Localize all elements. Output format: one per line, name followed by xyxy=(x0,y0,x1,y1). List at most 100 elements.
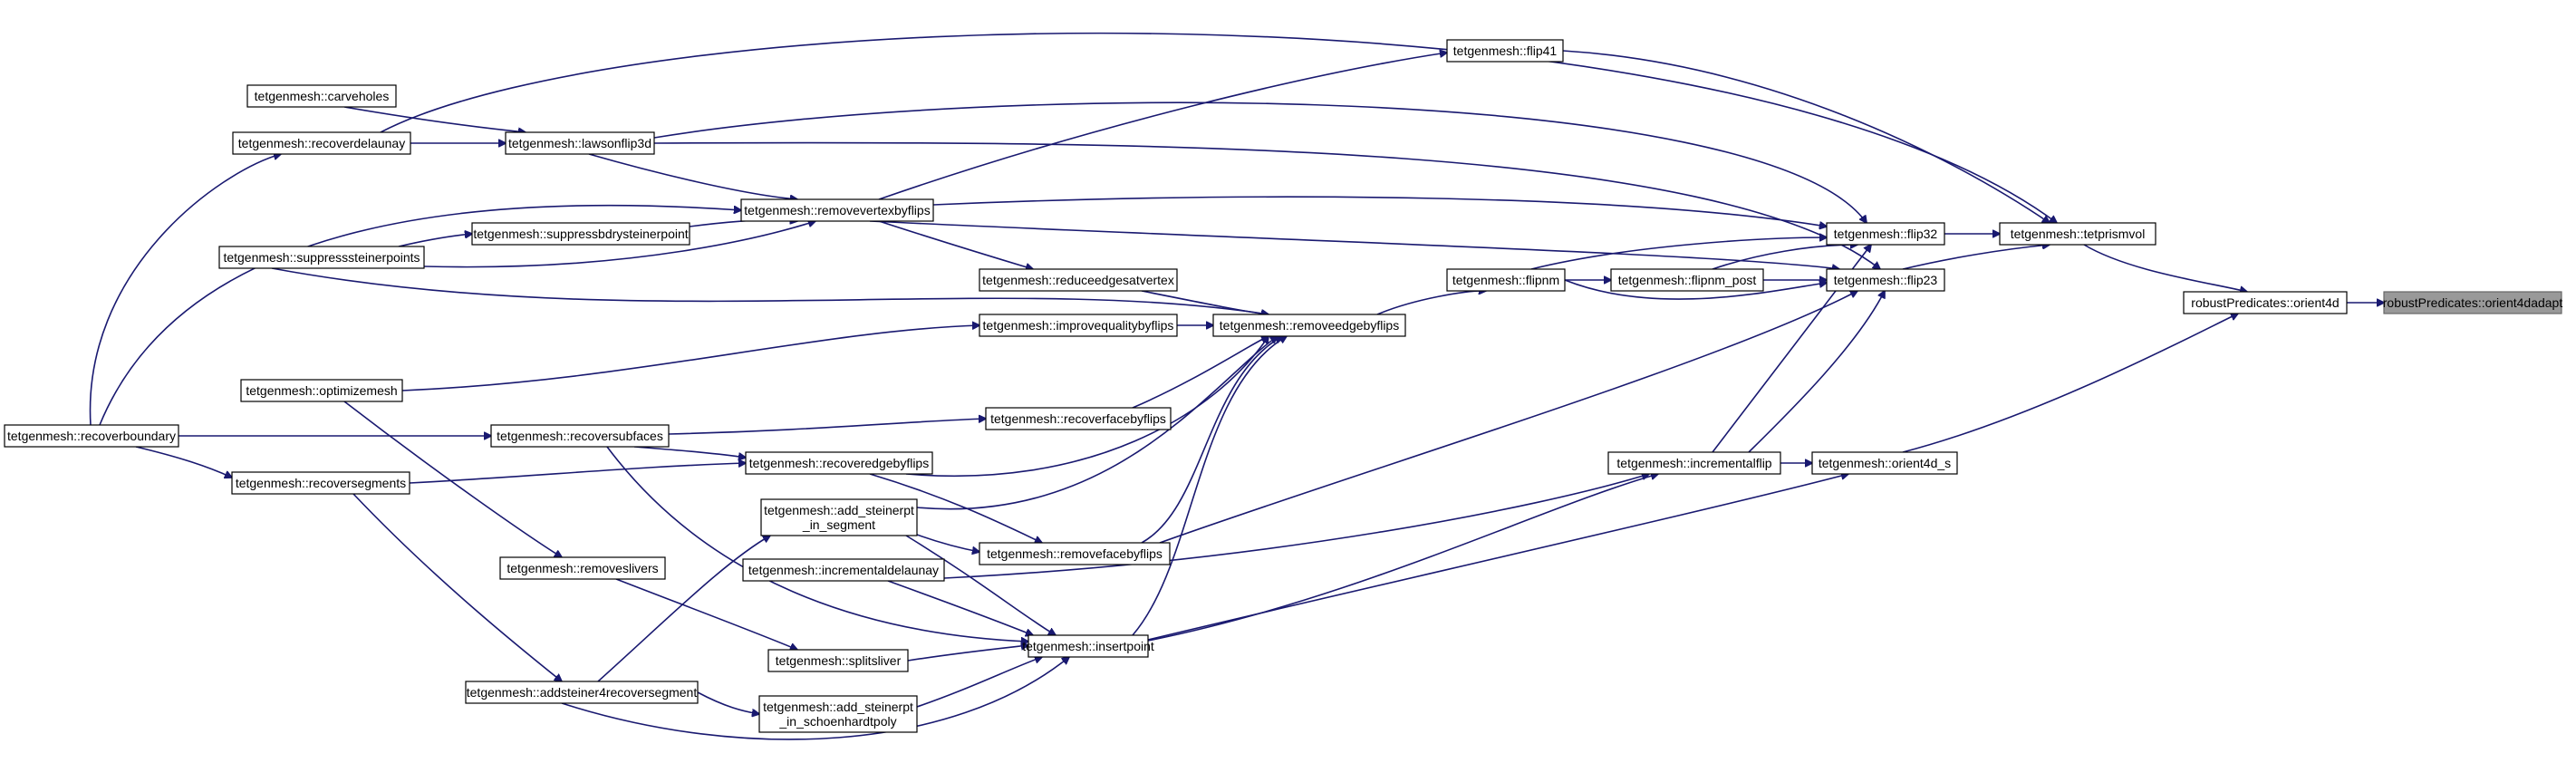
node-recoversegments[interactable]: tetgenmesh::recoversegments xyxy=(231,471,410,495)
node-incrementaldelaunay[interactable]: tetgenmesh::incrementaldelaunay xyxy=(742,558,945,582)
node-incrementalflip[interactable]: tetgenmesh::incrementalflip xyxy=(1607,451,1781,475)
node-reduceedgesatvertex[interactable]: tetgenmesh::reduceedgesatvertex xyxy=(979,268,1178,292)
edge-recoverfacebyflips-to-removeedgebyflips xyxy=(1132,336,1269,409)
node-box xyxy=(218,246,425,269)
edge-suppresssteinerpoints-to-suppressbdrysteinerpoint xyxy=(398,234,472,247)
edge-orient4d_s-to-orient4d xyxy=(1902,314,2238,453)
node-splitsliver[interactable]: tetgenmesh::splitsliver xyxy=(767,649,909,672)
node-box xyxy=(4,424,179,448)
node-label: tetgenmesh::optimizemesh xyxy=(246,383,397,398)
node-orient4dadapt[interactable]: robustPredicates::orient4dadapt xyxy=(2383,291,2563,314)
edge-flipnm-to-flip23 xyxy=(1564,280,1827,300)
node-recoverdelaunay[interactable]: tetgenmesh::recoverdelaunay xyxy=(232,131,411,155)
node-label: tetgenmesh::removeedgebyflips xyxy=(1220,318,1399,333)
node-box xyxy=(1446,39,1564,63)
node-recoverboundary[interactable]: tetgenmesh::recoverboundary xyxy=(4,424,179,448)
edge-flipnm-to-flip32 xyxy=(1530,237,1827,270)
node-flip32[interactable]: tetgenmesh::flip32 xyxy=(1826,222,1945,246)
edge-removevertexbyflips-to-flip23 xyxy=(869,220,1839,269)
edge-optimizemesh-to-improvequalitybyflips xyxy=(401,325,979,391)
edge-add_steinerpt_in_segment-to-removeedgebyflips xyxy=(916,336,1278,510)
node-carveholes[interactable]: tetgenmesh::carveholes xyxy=(246,84,397,108)
node-recoveredgebyflips[interactable]: tetgenmesh::recoveredgebyflips xyxy=(745,451,933,475)
edge-lawsonflip3d-to-flip32 xyxy=(653,101,1867,223)
node-orient4d[interactable]: robustPredicates::orient4d xyxy=(2183,291,2348,314)
edge-recoverboundary-to-removevertexbyflips xyxy=(99,204,741,426)
edge-suppresssteinerpoints-to-removeedgebyflips xyxy=(271,267,1269,314)
node-box xyxy=(2183,291,2348,314)
edge-recoversubfaces-to-recoverfacebyflips xyxy=(668,419,986,435)
node-label: tetgenmesh::flipnm_post xyxy=(1618,273,1757,287)
node-box xyxy=(1826,222,1945,246)
node-suppressbdrysteinerpoint[interactable]: tetgenmesh::suppressbdrysteinerpoint xyxy=(471,222,690,246)
edge-addsteiner4recoversegment-to-insertpoint xyxy=(561,657,1069,740)
edge-incrementalflip-to-flip23 xyxy=(1748,291,1885,453)
node-flipnm[interactable]: tetgenmesh::flipnm xyxy=(1446,268,1566,292)
node-box xyxy=(758,695,918,733)
node-label: tetgenmesh::insertpoint xyxy=(1022,639,1154,653)
node-label: tetgenmesh::incrementalflip xyxy=(1616,456,1771,470)
node-improvequalitybyflips[interactable]: tetgenmesh::improvequalitybyflips xyxy=(979,314,1178,337)
edge-recoversegments-to-addsteiner4recoversegment xyxy=(352,493,562,681)
node-removevertexbyflips[interactable]: tetgenmesh::removevertexbyflips xyxy=(740,198,934,222)
node-tetprismvol[interactable]: tetgenmesh::tetprismvol xyxy=(1999,222,2156,246)
edge-add_steinerpt_in_segment-to-removefacebyflips xyxy=(916,534,979,552)
edge-recoverboundary-to-recoversegments xyxy=(135,446,232,478)
node-label: tetgenmesh::recoverfacebyflips xyxy=(990,411,1166,426)
node-box xyxy=(1212,314,1406,337)
node-flip23[interactable]: tetgenmesh::flip23 xyxy=(1826,268,1945,292)
node-label: tetgenmesh::carveholes xyxy=(255,89,390,103)
node-lawsonflip3d[interactable]: tetgenmesh::lawsonflip3d xyxy=(505,131,655,155)
node-add_steinerpt_in_schoenhardtpoly[interactable]: tetgenmesh::add_steinerpt_in_schoenhardt… xyxy=(758,695,918,733)
edge-addsteiner4recoversegment-to-add_steinerpt_in_segment xyxy=(597,536,770,682)
node-label: tetgenmesh::recoverboundary xyxy=(7,429,176,443)
node-box xyxy=(505,131,655,155)
node-label: tetgenmesh::suppressbdrysteinerpoint xyxy=(473,227,688,241)
node-label: tetgenmesh::removeslivers xyxy=(507,561,658,575)
edge-recoverdelaunay-to-tetprismvol xyxy=(380,32,2057,223)
node-flip41[interactable]: tetgenmesh::flip41 xyxy=(1446,39,1564,63)
node-label: tetgenmesh::add_steinerpt_in_schoenhardt… xyxy=(763,700,913,729)
node-label: tetgenmesh::incrementaldelaunay xyxy=(748,563,939,577)
edge-recoversubfaces-to-recoveredgebyflips xyxy=(633,446,746,458)
node-box xyxy=(760,498,918,536)
node-box xyxy=(1028,634,1149,658)
node-label: tetgenmesh::flip41 xyxy=(1453,43,1558,58)
node-label: tetgenmesh::recoversegments xyxy=(236,476,406,490)
node-label: tetgenmesh::removevertexbyflips xyxy=(744,203,930,217)
node-optimizemesh[interactable]: tetgenmesh::optimizemesh xyxy=(240,379,403,402)
node-label: tetgenmesh::recoveredgebyflips xyxy=(749,456,929,470)
node-removefacebyflips[interactable]: tetgenmesh::removefacebyflips xyxy=(979,542,1171,565)
node-box xyxy=(240,379,403,402)
node-label: tetgenmesh::recoverdelaunay xyxy=(238,136,405,150)
edge-removeedgebyflips-to-flipnm xyxy=(1376,291,1486,315)
edge-carveholes-to-lawsonflip3d xyxy=(343,106,526,132)
edge-flip41-to-tetprismvol xyxy=(1562,50,2050,223)
node-box xyxy=(1610,268,1764,292)
node-label: robustPredicates::orient4d xyxy=(2191,295,2339,310)
edge-insertpoint-to-incrementalflip xyxy=(1147,474,1658,642)
edge-removevertexbyflips-to-reduceedgesatvertex xyxy=(878,220,1033,269)
node-recoverfacebyflips[interactable]: tetgenmesh::recoverfacebyflips xyxy=(985,407,1172,430)
node-flipnm_post[interactable]: tetgenmesh::flipnm_post xyxy=(1610,268,1764,292)
node-orient4d_s[interactable]: tetgenmesh::orient4d_s xyxy=(1811,451,1958,475)
node-recoversubfaces[interactable]: tetgenmesh::recoversubfaces xyxy=(490,424,670,448)
edge-addsteiner4recoversegment-to-add_steinerpt_in_schoenhardtpoly xyxy=(697,691,759,714)
node-label: tetgenmesh::lawsonflip3d xyxy=(508,136,651,150)
node-addsteiner4recoversegment[interactable]: tetgenmesh::addsteiner4recoversegment xyxy=(465,681,699,704)
edge-recoverboundary-to-recoverdelaunay xyxy=(89,154,281,426)
node-label: tetgenmesh::improvequalitybyflips xyxy=(983,318,1174,333)
node-removeslivers[interactable]: tetgenmesh::removeslivers xyxy=(499,556,666,580)
node-add_steinerpt_in_segment[interactable]: tetgenmesh::add_steinerpt_in_segment xyxy=(760,498,918,536)
node-removeedgebyflips[interactable]: tetgenmesh::removeedgebyflips xyxy=(1212,314,1406,337)
edge-add_steinerpt_in_schoenhardtpoly-to-insertpoint xyxy=(916,657,1042,708)
node-label: tetgenmesh::flip32 xyxy=(1834,227,1938,241)
node-insertpoint[interactable]: tetgenmesh::insertpoint xyxy=(1022,634,1154,658)
node-box xyxy=(1826,268,1945,292)
edge-recoversegments-to-recoveredgebyflips xyxy=(409,463,746,484)
node-suppresssteinerpoints[interactable]: tetgenmesh::suppresssteinerpoints xyxy=(218,246,425,269)
edge-splitsliver-to-insertpoint xyxy=(907,645,1028,662)
node-label: robustPredicates::orient4dadapt xyxy=(2383,295,2563,310)
node-box xyxy=(490,424,670,448)
